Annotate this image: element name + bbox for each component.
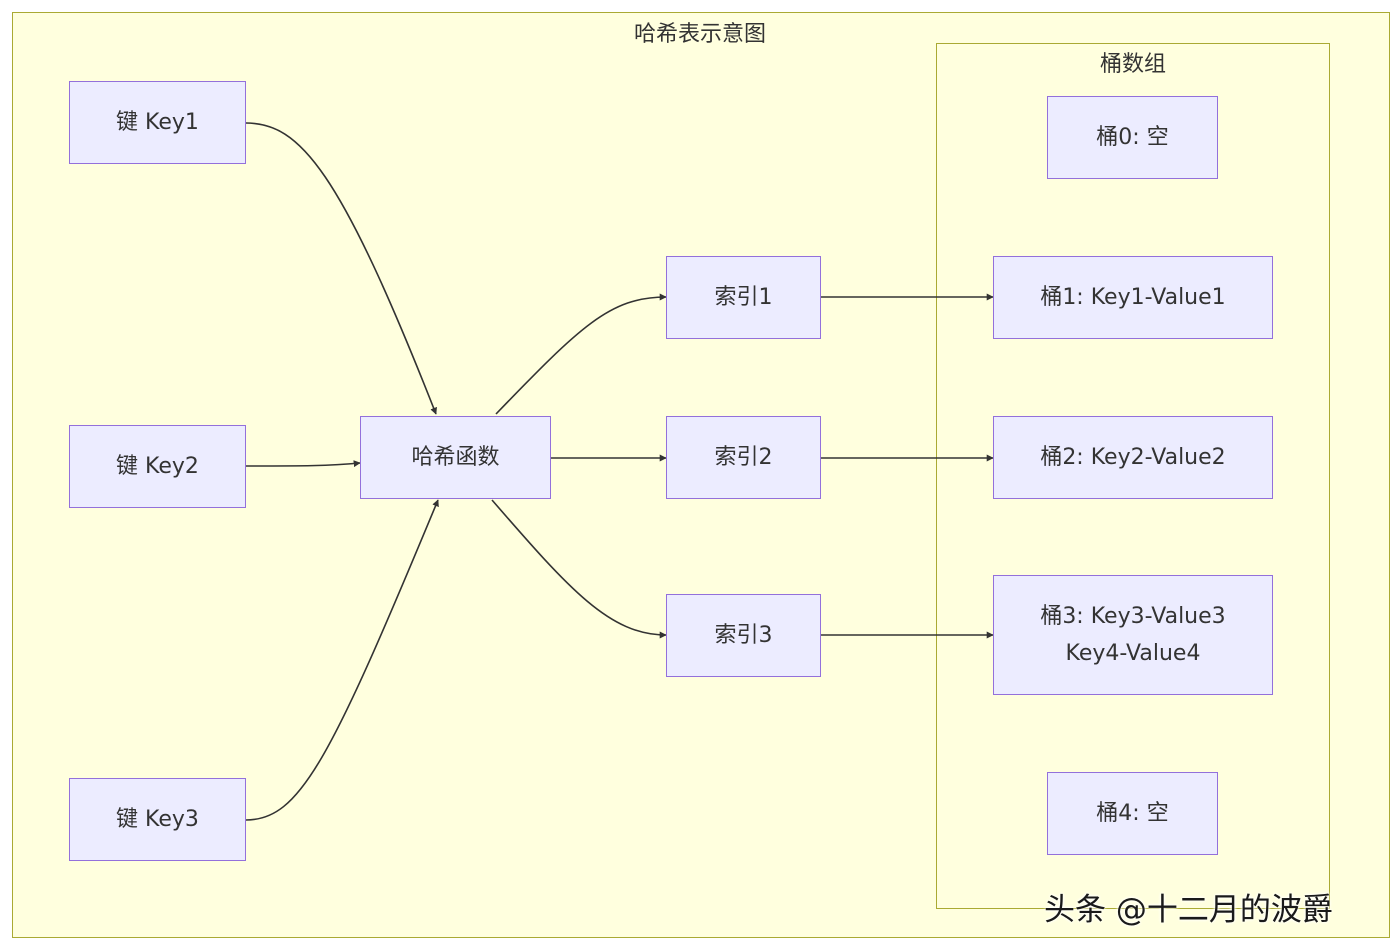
node-key1: 键 Key1	[69, 81, 246, 164]
node-hash-function: 哈希函数	[360, 416, 551, 499]
node-bucket4: 桶4: 空	[1047, 772, 1218, 855]
diagram-title: 哈希表示意图	[633, 22, 767, 47]
node-bucket3: 桶3: Key3-Value3 Key4-Value4	[993, 575, 1273, 695]
node-index2: 索引2	[666, 416, 821, 499]
node-bucket0: 桶0: 空	[1047, 96, 1218, 179]
watermark-text: 头条 @十二月的波爵	[1044, 892, 1333, 928]
node-bucket1: 桶1: Key1-Value1	[993, 256, 1273, 339]
node-key2: 键 Key2	[69, 425, 246, 508]
node-index1: 索引1	[666, 256, 821, 339]
node-key3: 键 Key3	[69, 778, 246, 861]
bucket-array-group	[936, 43, 1330, 909]
node-bucket3-line2: Key4-Value4	[1065, 641, 1201, 666]
node-bucket3-line1: 桶3: Key3-Value3	[1040, 603, 1226, 629]
node-bucket2: 桶2: Key2-Value2	[993, 416, 1273, 499]
bucket-array-title: 桶数组	[1099, 52, 1167, 77]
node-index3: 索引3	[666, 594, 821, 677]
